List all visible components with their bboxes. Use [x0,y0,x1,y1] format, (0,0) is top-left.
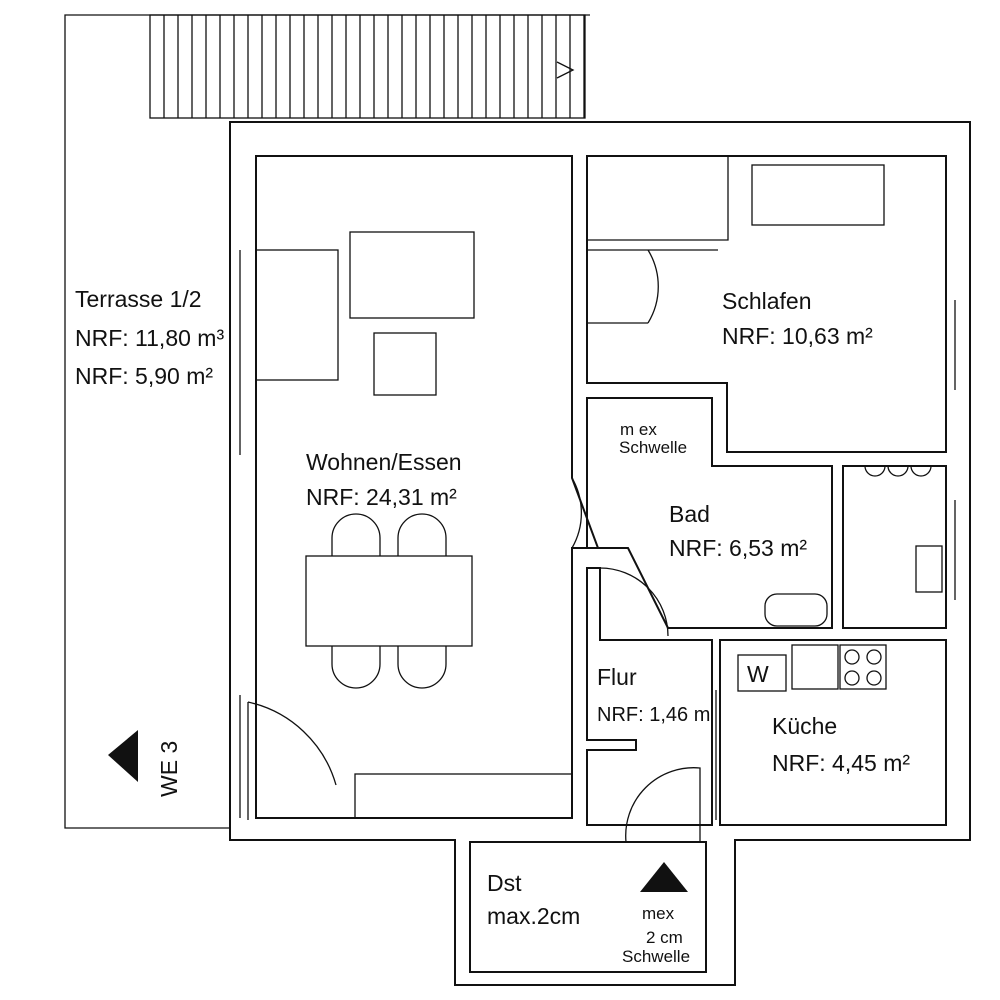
bad-note-1: m ex [620,420,657,439]
flur-area: NRF: 1,46 m [597,704,710,726]
unit-marker: WE 3 [156,741,182,797]
sofa [255,249,339,381]
terrace-area-1: NRF: 11,80 m³ [75,325,224,351]
dst-name: Dst [487,870,522,896]
terrace-area-2: NRF: 5,90 m² [75,363,213,389]
terrace-name: Terrasse 1/2 [75,286,202,312]
threshold-note-1: mex [642,904,675,923]
wohnen-name: Wohnen/Essen [306,449,462,475]
bad-note-2: Schwelle [619,438,687,457]
bad-name: Bad [669,501,710,527]
bathtub [764,593,828,627]
flur-name: Flur [597,664,637,690]
unit-arrow-icon [108,730,138,782]
exterior-walls [229,121,971,986]
chairs [331,513,447,689]
interior-walls [239,155,956,973]
entrance-triangle-icon [640,862,688,892]
threshold-note-3: Schwelle [622,947,690,966]
sink [915,545,943,593]
kueche-name: Küche [772,713,837,739]
washer-label: W [747,661,769,687]
wohnen-area: NRF: 24,31 m² [306,484,457,510]
schlafen-area: NRF: 10,63 m² [722,323,873,349]
washer-box [737,654,787,692]
dining-table [305,555,473,647]
doors [247,156,729,843]
labels: Terrasse 1/2 NRF: 11,80 m³ NRF: 5,90 m² … [75,286,910,966]
counter [791,644,839,690]
bad-area: NRF: 6,53 m² [669,535,807,561]
kueche-area: NRF: 4,45 m² [772,750,910,776]
sideboard [354,773,573,819]
coffee-table [373,332,437,396]
terrace [64,14,590,829]
schlafen-name: Schlafen [722,288,812,314]
bed [751,164,885,226]
armchair [349,231,475,319]
staircase [149,14,586,119]
furniture [108,164,943,892]
threshold-note-2: 2 cm [646,928,683,947]
shelves [864,465,932,477]
dst-note: max.2cm [487,903,580,929]
stove [839,644,887,690]
